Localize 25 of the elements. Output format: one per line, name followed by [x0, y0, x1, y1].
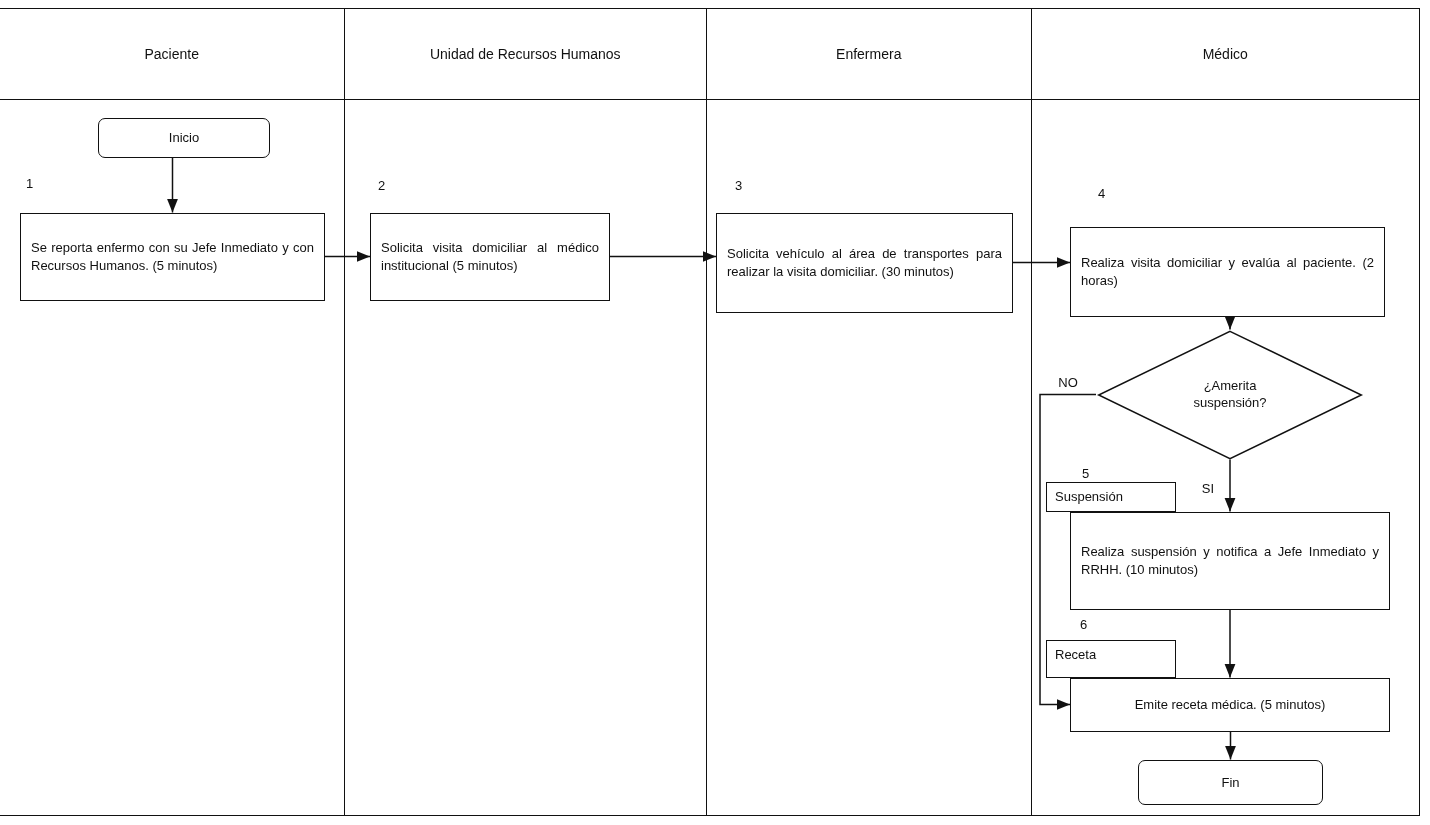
terminator-box: Inicio — [98, 117, 270, 158]
process-box: Se reporta enfermo con su Jefe Inmediato y con Recursos Humanos. (5 minutos) — [20, 212, 325, 301]
lane-title: Paciente — [143, 46, 200, 62]
step-number: 1 — [26, 176, 34, 191]
process-box: Solicita visita domiciliar al médico institucional (5 minutos) — [370, 212, 610, 301]
decision-text: ¿Amerita suspensión? — [1192, 377, 1268, 412]
step-number: 5 — [1082, 466, 1090, 481]
process-box: Realiza visita domiciliar y evalúa al paciente. (2 horas) — [1070, 226, 1385, 317]
document-box: Suspensión — [1046, 481, 1176, 512]
process-box: Realiza suspensión y notifica a Jefe Inmediato y RRHH. (10 minutos) — [1070, 511, 1390, 610]
swimlane — [0, 8, 345, 816]
step-number: 6 — [1080, 617, 1088, 632]
step-number: 4 — [1098, 186, 1106, 201]
lane-title: Médico — [1201, 46, 1249, 62]
swimlane — [1030, 8, 1420, 816]
swimlane — [705, 8, 1032, 816]
lane-title: Enfermera — [835, 46, 903, 62]
swimlane — [343, 8, 707, 816]
step-number: 3 — [735, 178, 743, 193]
process-box: Emite receta médica. (5 minutos) — [1070, 677, 1390, 732]
document-box: Receta — [1046, 639, 1176, 678]
lane-title: Unidad de Recursos Humanos — [428, 46, 622, 62]
process-box: Solicita vehículo al área de transportes para realizar la visita domiciliar. (30 minutos) — [716, 212, 1013, 313]
terminator-box: Fin — [1138, 759, 1323, 805]
step-number: 2 — [378, 178, 386, 193]
